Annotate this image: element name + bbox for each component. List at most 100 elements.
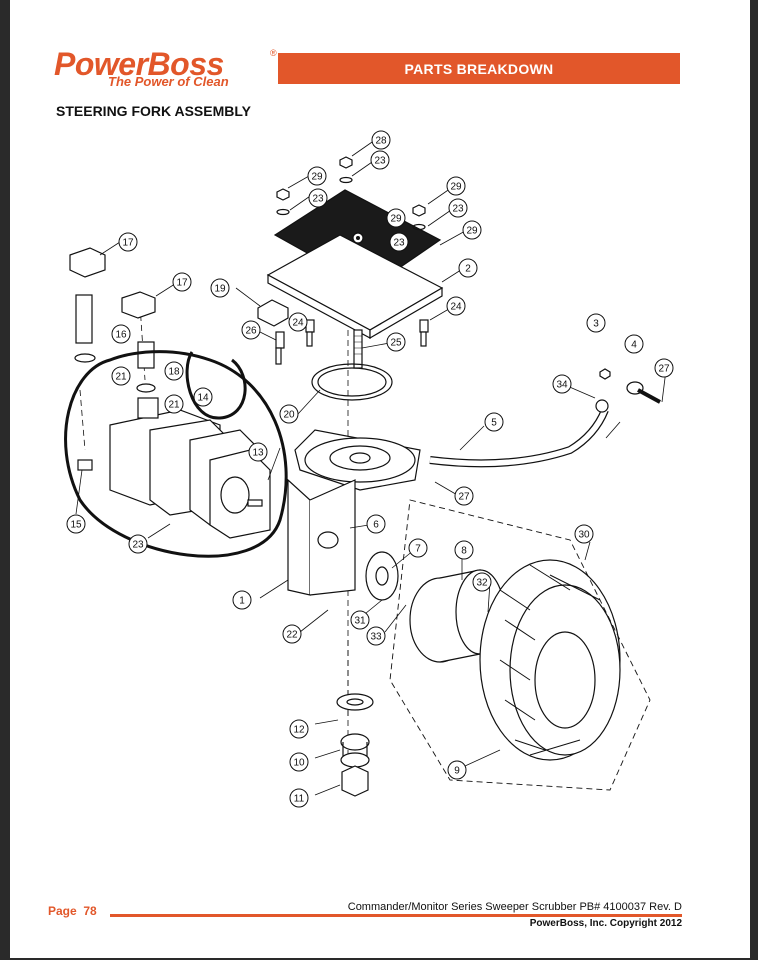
callout-14-circle <box>193 387 213 407</box>
logo-registered-mark: ® <box>270 48 277 58</box>
callout-23-circle <box>128 534 148 554</box>
callout-12-circle <box>289 719 309 739</box>
callout-29-circle <box>307 166 327 186</box>
section-title: STEERING FORK ASSEMBLY <box>56 103 251 119</box>
callout-15-label: 15 <box>70 520 82 531</box>
callout-23-circle <box>370 150 390 170</box>
callout-23-label: 23 <box>374 156 386 167</box>
callout-5-circle <box>484 412 504 432</box>
callout-27-circle <box>654 358 674 378</box>
exploded-parts-diagram: 1234567891011121314151617171819202121222… <box>64 130 674 808</box>
callout-22-label: 22 <box>286 630 298 641</box>
hand-annotation-circles <box>64 350 288 558</box>
callout-6-label: 6 <box>373 520 379 531</box>
callout-25-label: 25 <box>390 338 402 349</box>
callout-13-label: 13 <box>252 448 264 459</box>
callout-11-circle <box>289 788 309 808</box>
callout-21-circle <box>111 366 131 386</box>
callout-10-circle <box>289 752 309 772</box>
callout-18-circle <box>164 361 184 381</box>
steering-fork-1 <box>287 429 421 596</box>
top-fasteners-29 <box>276 156 426 231</box>
callout-33-circle <box>366 626 386 646</box>
callout-17-circle <box>172 272 192 292</box>
callout-3-label: 3 <box>593 319 599 330</box>
callout-17-circle <box>118 232 138 252</box>
callout-12-label: 12 <box>293 725 305 736</box>
callout-6-circle <box>366 514 386 534</box>
callout-22-circle <box>282 624 302 644</box>
callout-17-label: 17 <box>122 238 134 249</box>
callout-8-label: 8 <box>461 546 467 557</box>
ring-20 <box>311 363 393 401</box>
callout-30-circle <box>574 524 594 544</box>
plate-2 <box>266 234 444 340</box>
callout-7-circle <box>408 538 428 558</box>
footer-rule <box>110 914 682 917</box>
callout-29-label: 29 <box>311 172 323 183</box>
bolt-25 <box>353 329 363 369</box>
callout-16-label: 16 <box>115 330 127 341</box>
callout-23-circle <box>448 198 468 218</box>
callout-23-label: 23 <box>452 204 464 215</box>
callout-7-label: 7 <box>415 544 421 555</box>
callout-14-label: 14 <box>197 393 209 404</box>
callout-15-circle <box>66 514 86 534</box>
callout-21-label: 21 <box>168 400 180 411</box>
hub-7 <box>365 551 399 601</box>
callout-26-label: 26 <box>245 326 257 337</box>
callout-19-circle <box>210 278 230 298</box>
callout-24-label: 24 <box>292 318 304 329</box>
callout-31-circle <box>350 610 370 630</box>
powerboss-logo: PowerBoss ® The Power of Clean <box>54 46 284 90</box>
tire-9 <box>479 559 621 761</box>
callout-1-label: 1 <box>239 596 245 607</box>
callout-16-circle <box>111 324 131 344</box>
callout-24-label: 24 <box>450 302 462 313</box>
callout-24-circle <box>446 296 466 316</box>
callout-2-label: 2 <box>465 264 471 275</box>
callout-30-label: 30 <box>578 530 590 541</box>
callout-34-label: 34 <box>556 380 568 391</box>
callout-8-circle <box>454 540 474 560</box>
callout-5-label: 5 <box>491 418 497 429</box>
callout-9-label: 9 <box>454 766 460 777</box>
callout-11-label: 11 <box>294 794 305 805</box>
callout-28-circle <box>371 130 391 150</box>
callout-18-label: 18 <box>168 367 180 378</box>
callout-29-circle <box>386 208 406 228</box>
fittings-16-17-18 <box>69 247 159 419</box>
wheel-assembly-outline-30 <box>389 499 651 791</box>
callout-31-label: 31 <box>354 616 366 627</box>
callout-26-circle <box>241 320 261 340</box>
tie-rod-5 <box>429 399 609 468</box>
block-19 <box>257 299 289 327</box>
callout-21-circle <box>164 394 184 414</box>
callout-29-label: 29 <box>390 214 402 225</box>
callout-29-label: 29 <box>466 226 478 237</box>
footer-copyright: PowerBoss, Inc. Copyright 2012 <box>529 918 682 929</box>
document-page: PowerBoss ® The Power of Clean PARTS BRE… <box>10 0 750 958</box>
callout-23-label: 23 <box>312 194 324 205</box>
footer-page-number: Page 78 <box>48 904 97 918</box>
hydraulic-motor <box>77 409 271 539</box>
callout-23-label: 23 <box>393 238 405 249</box>
parts-breakdown-banner: PARTS BREAKDOWN <box>278 53 680 84</box>
callout-20-circle <box>279 404 299 424</box>
callout-21-label: 21 <box>115 372 127 383</box>
callout-23-circle <box>389 232 409 252</box>
callout-28-label: 28 <box>375 136 387 147</box>
callout-32-circle <box>472 572 492 592</box>
callout-25-circle <box>386 332 406 352</box>
callout-3-circle <box>586 313 606 333</box>
callout-32-label: 32 <box>476 578 488 589</box>
logo-tagline: The Power of Clean <box>108 74 229 89</box>
logo-brand: PowerBoss <box>54 46 224 82</box>
callout-13-circle <box>248 442 268 462</box>
callout-10-label: 10 <box>293 758 305 769</box>
callout-20-label: 20 <box>283 410 295 421</box>
bearing-stack-10-11-12 <box>336 693 374 797</box>
callout-4-circle <box>624 334 644 354</box>
callout-4-label: 4 <box>631 340 637 351</box>
